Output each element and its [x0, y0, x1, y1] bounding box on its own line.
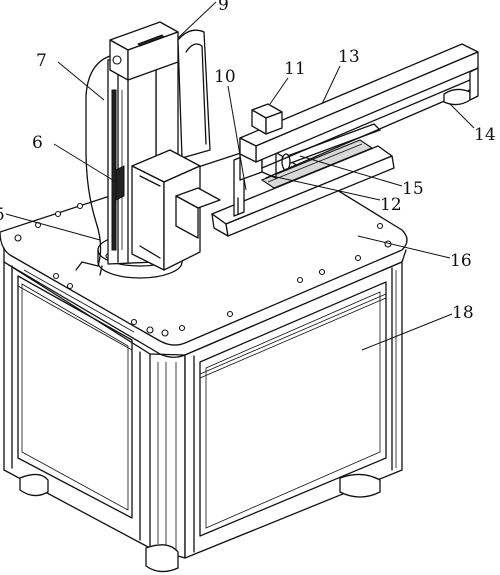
- cable-conduit: [75, 55, 111, 276]
- callout-label-11: 11: [284, 59, 306, 79]
- callout-5: 5: [0, 205, 101, 241]
- callout-label-7: 7: [36, 51, 47, 71]
- callout-label-6: 6: [32, 133, 43, 153]
- callout-7: 7: [36, 51, 105, 101]
- callout-label-5: 5: [0, 205, 5, 225]
- callout-12: 12: [271, 175, 402, 215]
- callouts: 9 7 6 5 10 11 13 14: [0, 0, 496, 351]
- top-beam: [239, 43, 479, 181]
- callout-15: 15: [299, 155, 424, 199]
- callout-6: 6: [32, 133, 117, 183]
- callout-label-14: 14: [474, 125, 496, 145]
- callout-label-10: 10: [214, 67, 236, 87]
- callout-16: 16: [357, 235, 472, 271]
- callout-9: 9: [177, 0, 229, 39]
- callout-11: 11: [269, 59, 306, 105]
- callout-label-13: 13: [338, 47, 360, 67]
- callout-label-9: 9: [218, 0, 229, 15]
- callout-14: 14: [449, 103, 496, 145]
- carriage-unit: [115, 149, 221, 271]
- callout-label-16: 16: [450, 251, 472, 271]
- mounting-holes: [14, 202, 392, 337]
- callout-label-18: 18: [452, 303, 474, 323]
- cabinet-frame: [0, 147, 408, 573]
- callout-10: 10: [214, 67, 247, 191]
- callout-label-15: 15: [402, 179, 424, 199]
- callout-13: 13: [321, 47, 360, 105]
- callout-18: 18: [361, 303, 474, 351]
- horizontal-arm: [211, 123, 395, 237]
- callout-label-12: 12: [380, 195, 402, 215]
